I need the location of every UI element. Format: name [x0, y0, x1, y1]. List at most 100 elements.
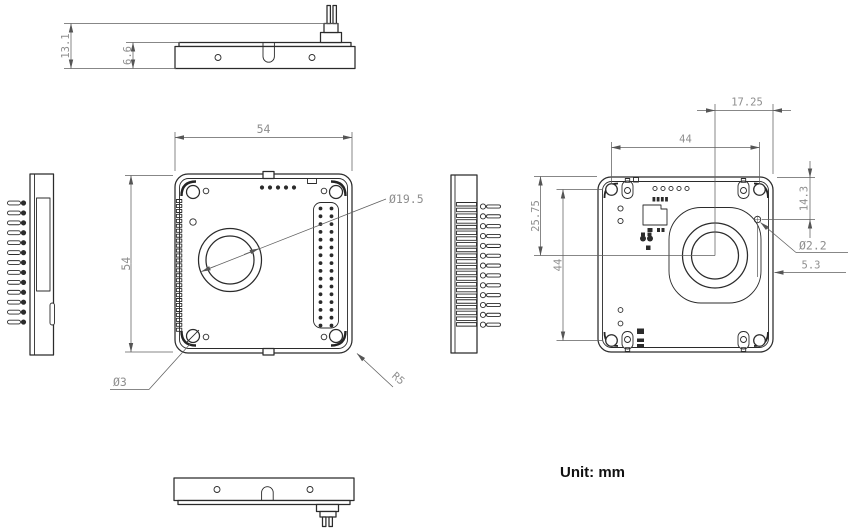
smd-pad: [660, 197, 664, 202]
dim-lens-diameter-text: Ø19.5: [389, 192, 424, 206]
tripod-notch: [262, 42, 275, 63]
serration-tooth: [175, 263, 183, 268]
header-hole: [318, 214, 323, 219]
pin-base-ring: [479, 252, 487, 259]
header-pin: [7, 250, 21, 255]
pin-base-dot: [20, 269, 27, 276]
pilot-hole: [320, 333, 328, 341]
smd-pad: [656, 197, 660, 202]
contact-bar: [456, 276, 477, 281]
index-hole: [267, 185, 273, 190]
view-front: 54 54 Ø19.5 Ø3 R5: [110, 122, 424, 390]
header-pin: [486, 273, 501, 278]
header-pin: [7, 240, 21, 246]
view-back: 17.25 44 25.75 44 14.3: [530, 97, 848, 353]
edge-component: [633, 177, 639, 183]
smd-pad: [641, 232, 645, 236]
header-hole: [318, 315, 323, 320]
header-hole: [329, 308, 334, 312]
pin-base-dot: [20, 210, 27, 216]
slot-hole: [740, 336, 747, 343]
index-hole: [684, 185, 690, 192]
pilot-hole: [202, 333, 210, 341]
contact-bar: [456, 310, 477, 316]
serration-tooth: [175, 228, 183, 233]
header-hole: [318, 237, 323, 242]
serration-tooth: [175, 273, 183, 278]
connector-pin: [326, 4, 332, 25]
header-pin: [486, 224, 501, 229]
header-pin: [486, 263, 501, 268]
contact-bar: [456, 207, 477, 213]
smd-pad: [647, 232, 652, 236]
index-hole: [652, 185, 658, 192]
slot-key: [624, 347, 631, 352]
header-hole: [329, 276, 334, 281]
serration-tooth: [175, 223, 183, 228]
dim-top-to-lens-center-text: 25.75: [530, 200, 542, 232]
index-hole: [668, 185, 674, 192]
pin-base-ring: [479, 203, 487, 210]
contact-bar: [456, 247, 477, 253]
header-hole: [329, 230, 334, 234]
contact-bar: [456, 224, 477, 230]
dim-front-width: 54: [174, 122, 353, 171]
side-hole: [306, 486, 314, 493]
header-pin: [7, 210, 21, 216]
connector-base: [319, 31, 343, 44]
component-dot: [647, 235, 653, 242]
via-ring: [617, 217, 624, 225]
back-outline: [597, 176, 774, 353]
header-hole: [318, 245, 323, 250]
contact-bar: [456, 322, 477, 327]
dim-front-height-text: 54: [119, 257, 133, 271]
dim-top-to-lens-center: 25.75: [530, 176, 597, 256]
back-inner-outline: [602, 181, 769, 348]
header-hole: [318, 284, 323, 289]
front-outline: [174, 173, 353, 354]
connector-housing: [319, 510, 337, 518]
contact-bar: [456, 213, 477, 218]
corner-mount-hole: [185, 184, 201, 200]
connector-pin: [321, 516, 327, 528]
corner-mount-hole: [753, 334, 766, 347]
ic-chip: [642, 204, 668, 226]
module-bottom-lip: [177, 499, 351, 506]
header-hole: [318, 276, 323, 281]
module-body-side: [174, 45, 356, 70]
header-hole: [318, 308, 323, 312]
pin-base-dot: [20, 200, 27, 206]
serration-tooth: [175, 238, 183, 243]
screw-slot: [186, 329, 200, 343]
module-body-side: [173, 477, 355, 502]
view-side-left: [7, 173, 55, 356]
connector-pin: [328, 516, 334, 528]
pin-header-outline: [313, 202, 339, 329]
serration-tooth: [175, 322, 183, 327]
dim-corner-hole-text: Ø3: [113, 375, 127, 389]
bottom-notch-tab: [262, 347, 275, 356]
header-pin: [486, 243, 501, 248]
dim-small-hole-diameter-text: Ø2.2: [799, 239, 827, 253]
corner-standoff: [180, 180, 197, 197]
header-pin: [486, 312, 501, 317]
pin-base-ring: [479, 292, 487, 299]
header-pin: [486, 204, 501, 209]
corner-mount-hole: [605, 183, 618, 196]
dim-front-height: 54: [119, 175, 173, 353]
pin-base-dot: [20, 289, 27, 295]
slot-key: [624, 178, 631, 183]
mount-slot: [737, 331, 750, 350]
header-hole: [329, 284, 334, 289]
contact-bar: [456, 282, 477, 287]
index-hole: [259, 185, 265, 190]
serration-tooth: [175, 233, 183, 238]
pin-base-ring: [479, 242, 487, 249]
pin-base-dot: [20, 240, 27, 246]
serration-tooth: [175, 268, 183, 273]
serration-tooth: [175, 258, 183, 263]
pin-base-ring: [479, 282, 487, 289]
index-hole: [676, 185, 682, 192]
